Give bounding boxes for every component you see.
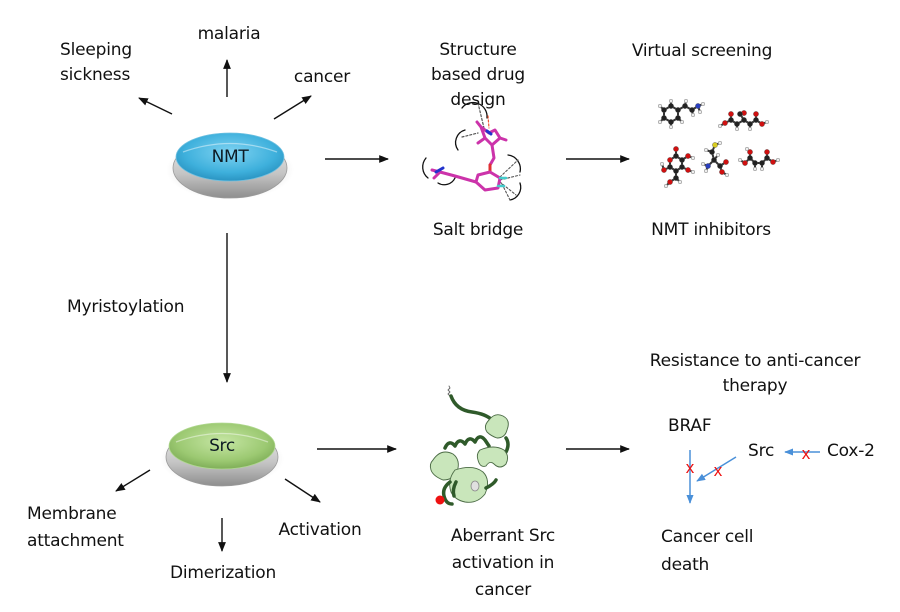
- node-braf: BRAF: [668, 416, 712, 436]
- molecule-1: [658, 98, 706, 129]
- vs-caption: NMT inhibitors: [651, 220, 771, 240]
- nmt-label: NMT: [211, 147, 249, 167]
- target-sleeping-sickness: Sleeping sickness: [60, 40, 132, 85]
- node-src: Src: [748, 441, 775, 461]
- aberrant-caption: Aberrant Src activation in cancer: [450, 526, 556, 600]
- molecule-4: [701, 140, 730, 177]
- arrow-nmt-to-cancer: [273, 95, 312, 120]
- resistance-pathway: x x x: [686, 444, 820, 504]
- effect-activation: Activation: [278, 520, 362, 540]
- node-cox2: Cox-2: [827, 441, 875, 461]
- ligand-structure-icon: [422, 101, 522, 201]
- vs-title: Virtual screening: [631, 41, 773, 61]
- sbdd-caption: Salt bridge: [432, 220, 524, 240]
- src-label: Src: [209, 436, 235, 456]
- node-cancer-cell-death: Cancer cell death: [661, 527, 754, 575]
- resistance-title: Resistance to anti-cancer therapy: [649, 351, 861, 396]
- effect-membrane-attachment: Membrane attachment: [27, 504, 124, 551]
- arrow-nmt-to-sleeping-sickness: [138, 97, 173, 115]
- src-node: [160, 422, 284, 487]
- inhibit-x-src: x: [714, 461, 723, 480]
- arrow-src-to-membrane: [115, 469, 151, 492]
- myristoylation-label: Myristoylation: [67, 297, 185, 317]
- effect-dimerization: Dimerization: [169, 563, 277, 583]
- sbdd-title: Structure based drug design: [430, 40, 526, 110]
- inhibit-x-braf: x: [686, 458, 695, 477]
- target-cancer: cancer: [293, 67, 351, 87]
- inhibit-x-cox2: x: [802, 444, 811, 463]
- arrow-src-to-activation: [284, 478, 321, 503]
- molecule-3: [660, 146, 696, 188]
- phosphorylation-dot: [435, 495, 445, 505]
- target-malaria: malaria: [197, 24, 261, 44]
- nmt-node: [166, 132, 294, 200]
- arrow-src-to-braf-path: [696, 456, 737, 482]
- molecule-2: [718, 110, 770, 131]
- src-protein-icon: [429, 385, 510, 506]
- molecule-5: [738, 146, 781, 171]
- molecules-icon: [658, 98, 781, 188]
